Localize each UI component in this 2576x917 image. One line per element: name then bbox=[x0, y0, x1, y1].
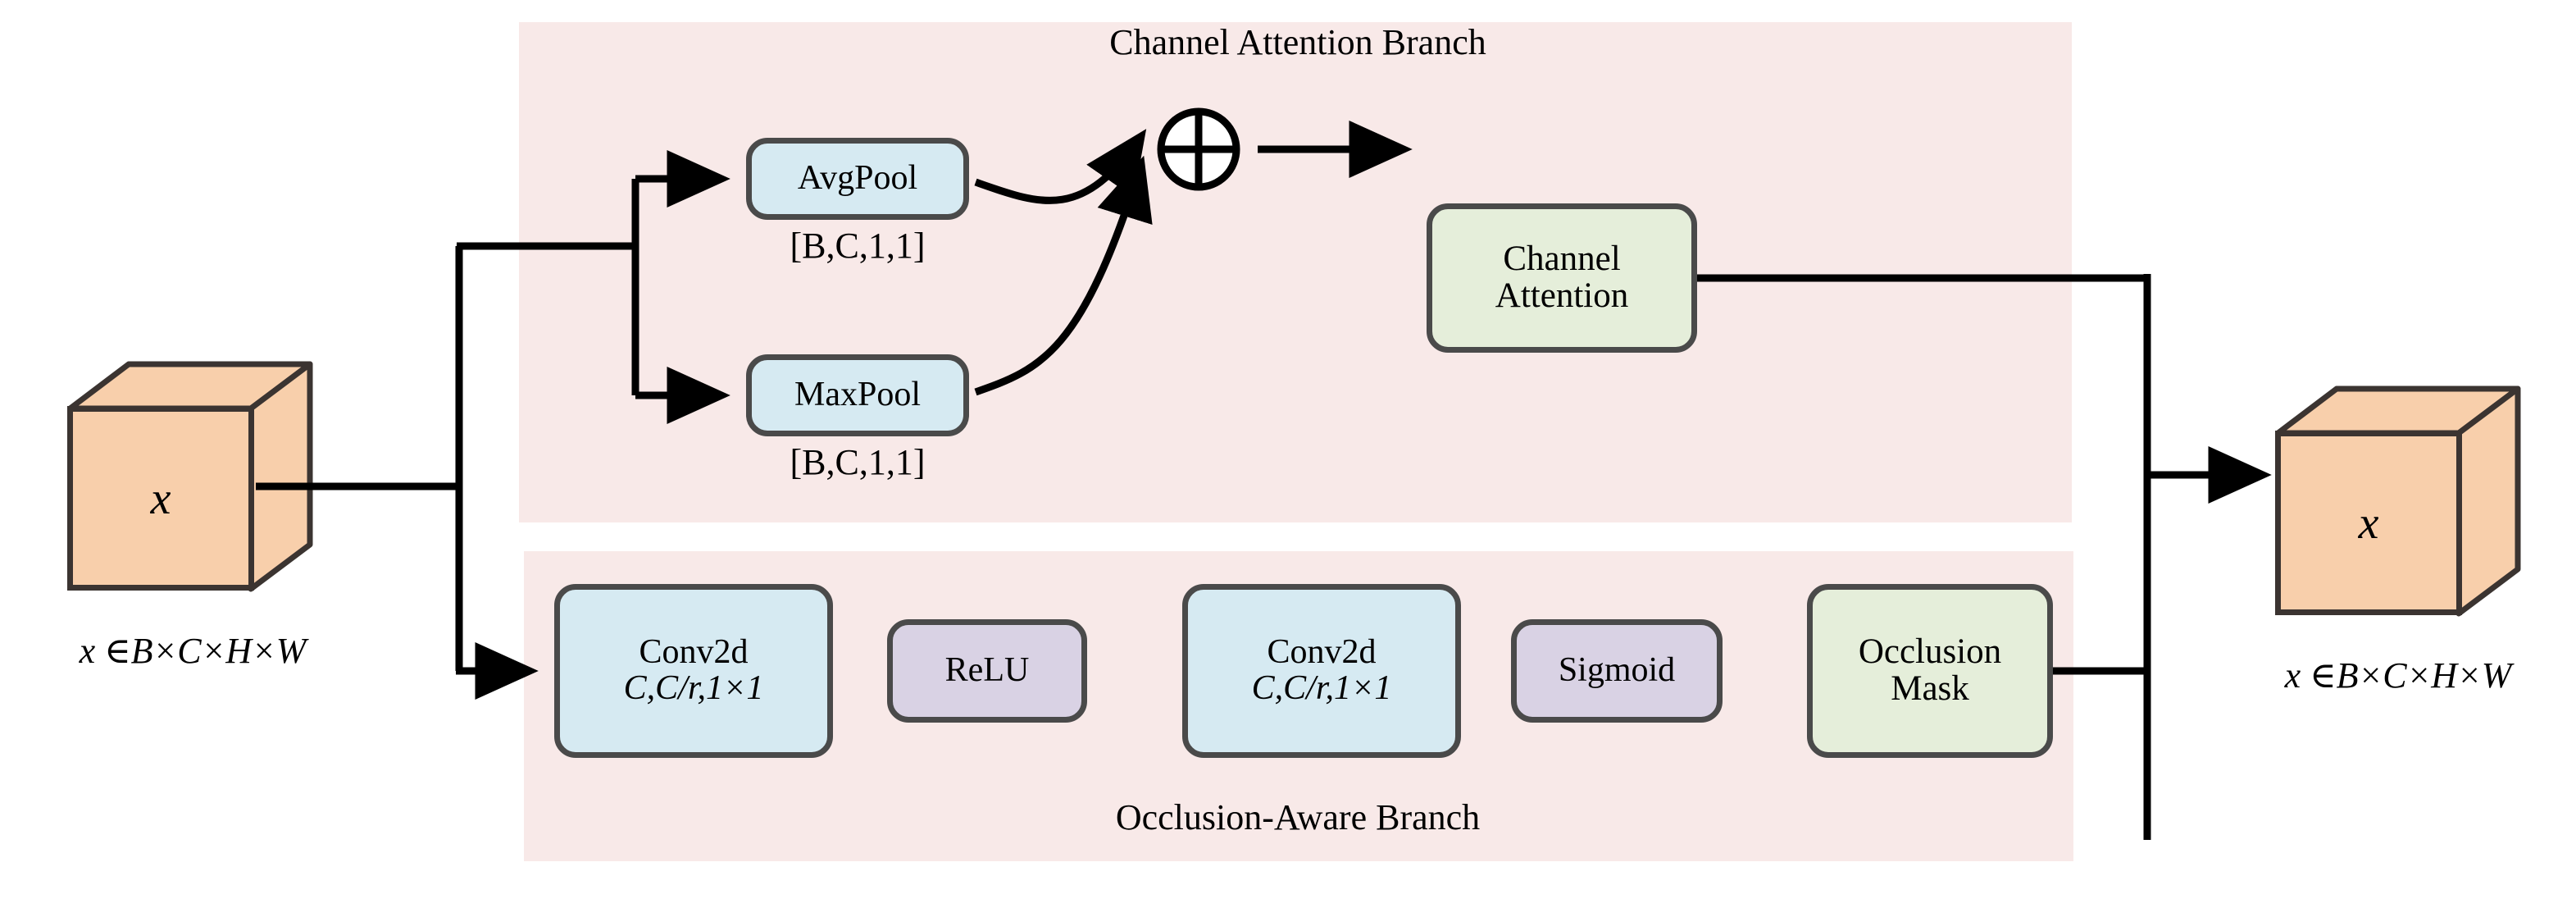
avgpool-shape-caption: [B,C,1,1] bbox=[790, 226, 926, 266]
avgpool-label: AvgPool bbox=[797, 159, 918, 198]
sigmoid-node[interactable]: Sigmoid bbox=[1511, 619, 1723, 723]
occlusion-aware-branch-title: Occlusion-Aware Branch bbox=[1115, 797, 1481, 837]
input-tensor-cube: x bbox=[67, 361, 313, 607]
output-cube-label: x bbox=[2358, 497, 2379, 549]
avgpool-node[interactable]: AvgPool bbox=[746, 138, 969, 220]
maxpool-node[interactable]: MaxPool bbox=[746, 354, 969, 436]
channel-attention-branch-title: Channel Attention Branch bbox=[1109, 22, 1486, 62]
relu-label: ReLU bbox=[944, 651, 1030, 690]
occlusion-mask-node[interactable]: Occlusion Mask bbox=[1807, 584, 2053, 758]
conv2d-1-node[interactable]: Conv2d C,C/r,1×1 bbox=[554, 584, 833, 758]
circle-plus-icon bbox=[1157, 107, 1240, 191]
occlusion-mask-label-line1: Occlusion bbox=[1858, 632, 2002, 672]
output-cube-3d-faces bbox=[2275, 386, 2521, 617]
channel-attention-branch-panel bbox=[519, 22, 2072, 522]
channel-attention-node[interactable]: Channel Attention bbox=[1427, 203, 1697, 353]
conv2d-2-node[interactable]: Conv2d C,C/r,1×1 bbox=[1182, 584, 1461, 758]
conv2d-1-label: Conv2d bbox=[639, 633, 749, 672]
output-tensor-shape-caption: x ∈B×C×H×W bbox=[2284, 655, 2512, 696]
maxpool-label: MaxPool bbox=[794, 376, 921, 414]
maxpool-shape-caption: [B,C,1,1] bbox=[790, 442, 926, 482]
channel-attention-label-line1: Channel bbox=[1503, 240, 1621, 279]
conv2d-2-params: C,C/r,1×1 bbox=[1251, 669, 1392, 707]
output-cube-front-face bbox=[2275, 431, 2462, 615]
element-wise-sum-operator[interactable] bbox=[1156, 107, 1241, 192]
output-tensor-cube: x bbox=[2275, 386, 2521, 632]
input-cube-front-face bbox=[67, 406, 254, 591]
input-tensor-shape-caption: x ∈B×C×H×W bbox=[79, 631, 307, 671]
occlusion-mask-label-line2: Mask bbox=[1891, 669, 1969, 708]
conv2d-2-label: Conv2d bbox=[1267, 633, 1377, 672]
sigmoid-label: Sigmoid bbox=[1558, 651, 1676, 690]
input-cube-label: x bbox=[150, 472, 171, 524]
conv2d-1-params: C,C/r,1×1 bbox=[623, 669, 764, 707]
channel-attention-label-line2: Attention bbox=[1495, 276, 1629, 315]
relu-node[interactable]: ReLU bbox=[887, 619, 1087, 723]
